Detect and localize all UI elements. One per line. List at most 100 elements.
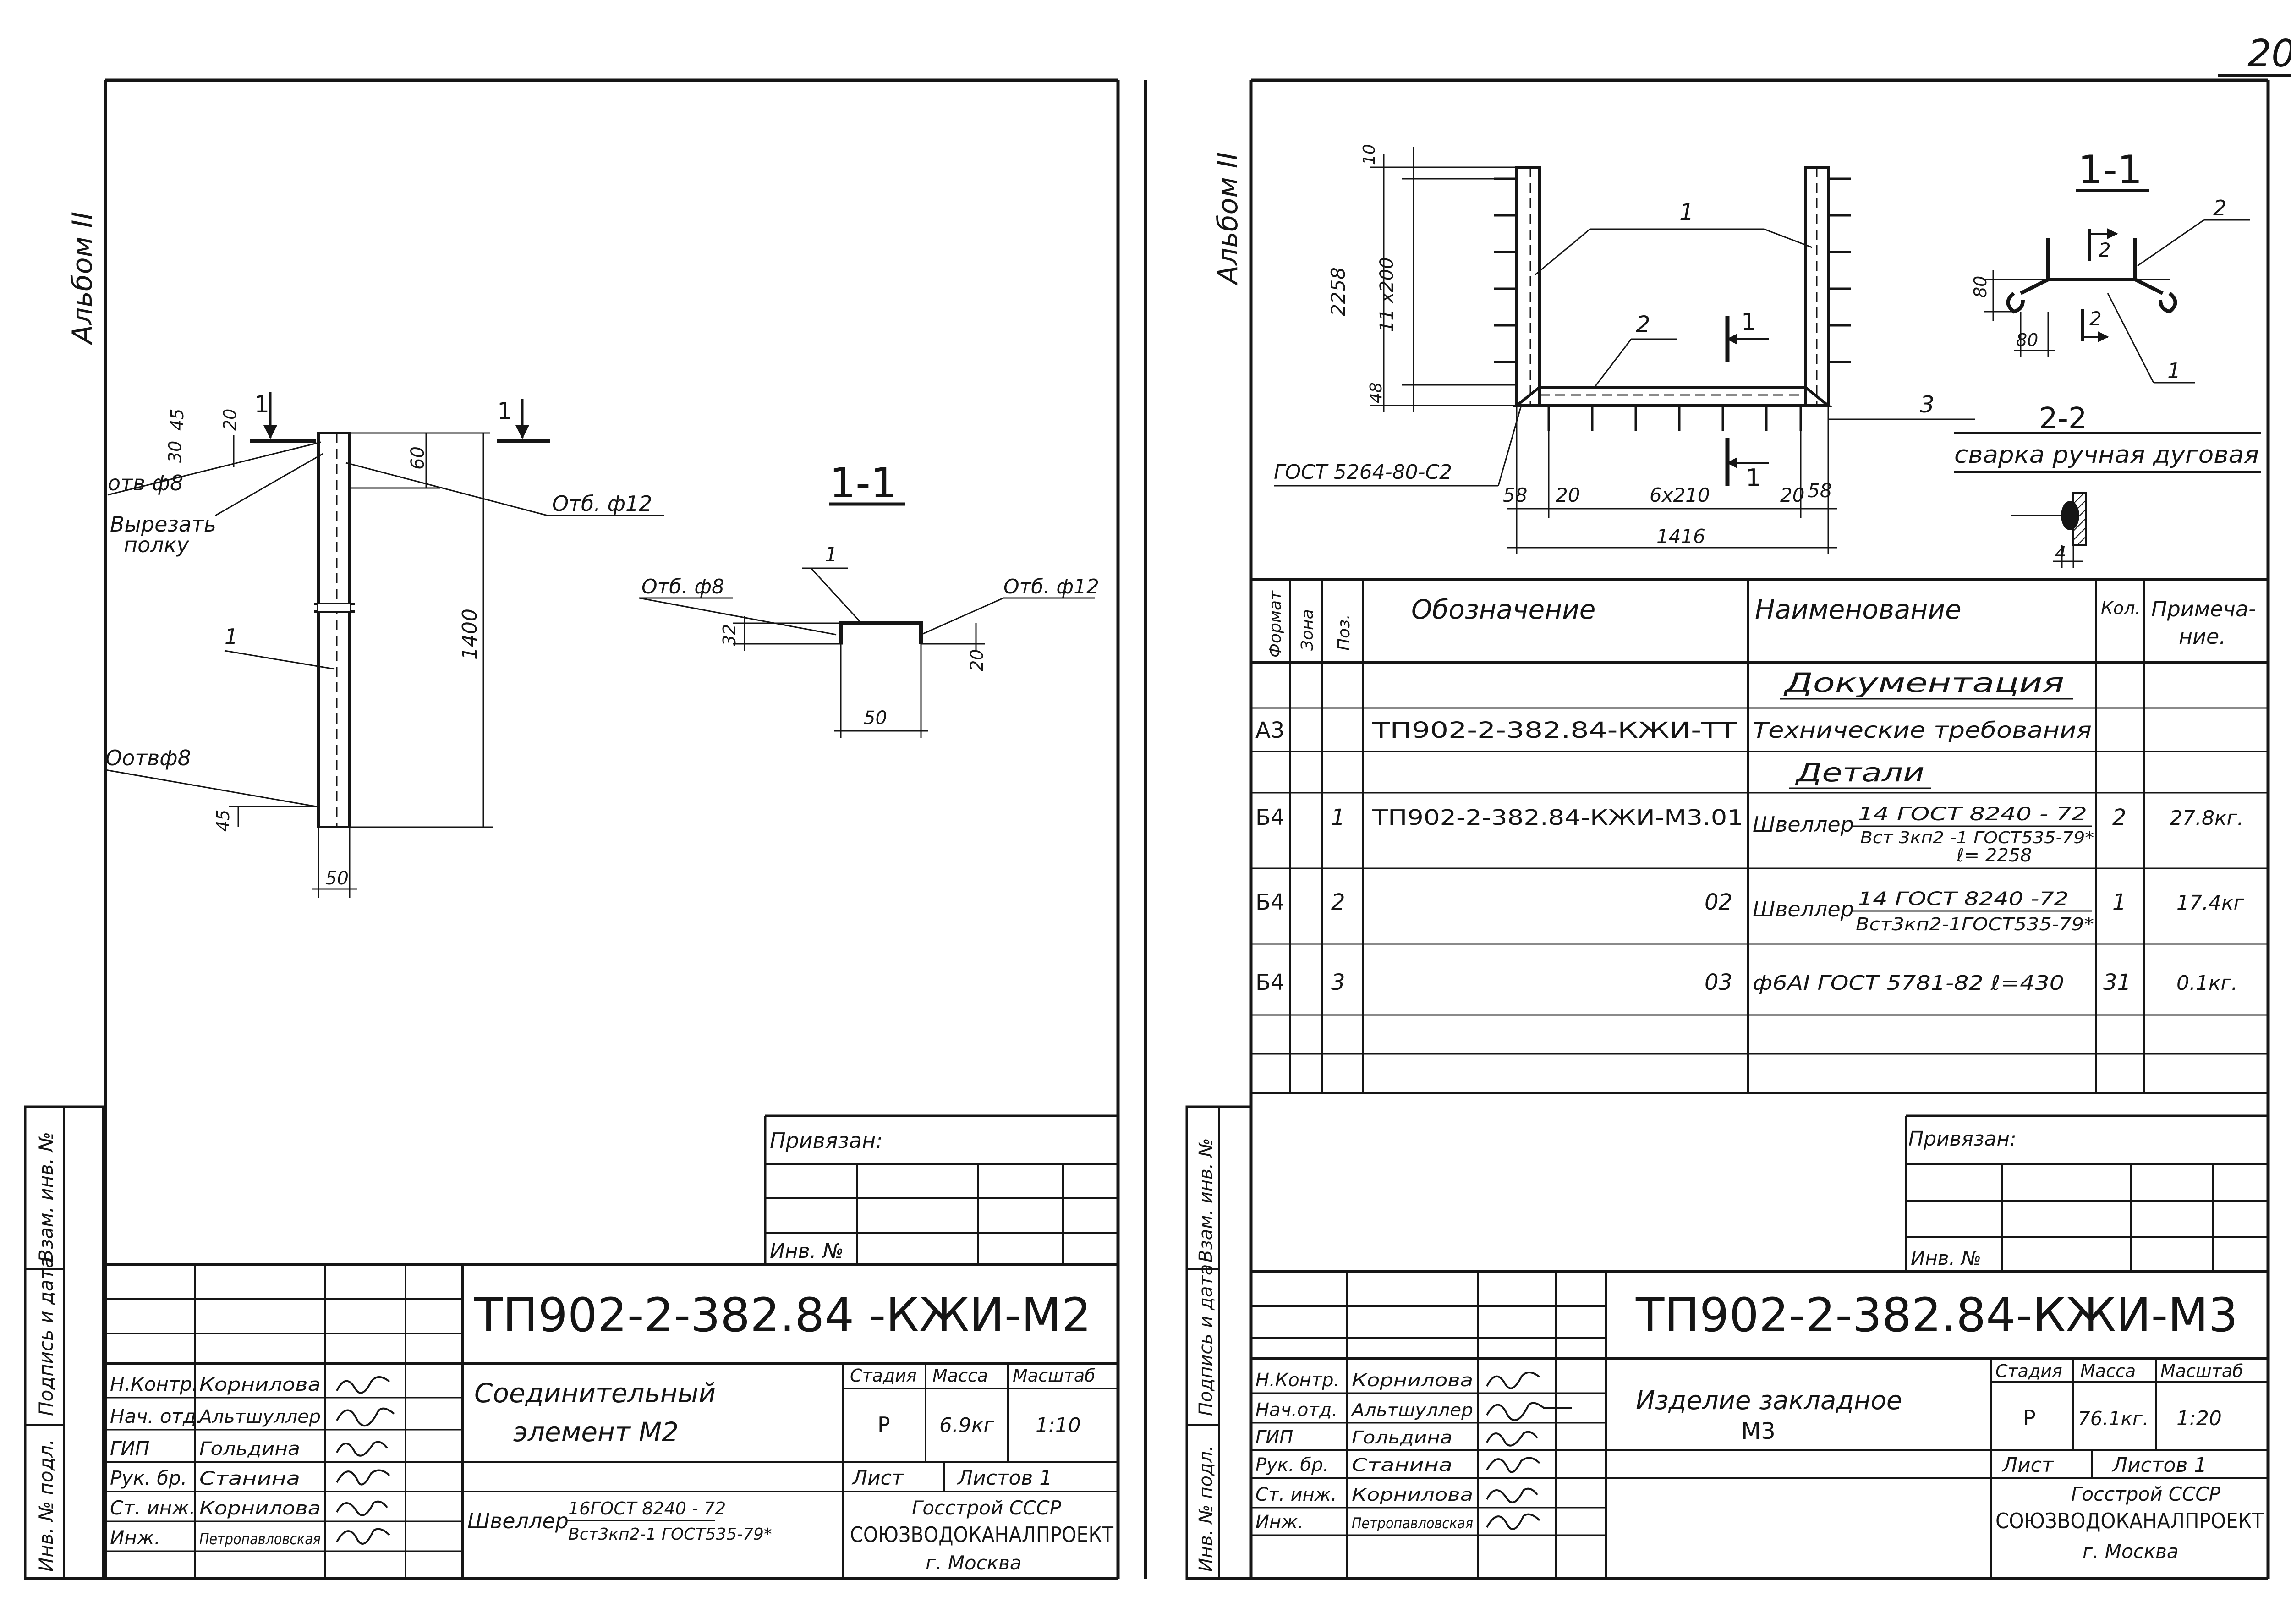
m3-leader-part2 bbox=[1594, 339, 1632, 388]
m3-bottom-channel bbox=[1513, 386, 1832, 407]
right-binding-label: Привязан: bbox=[1908, 1127, 2017, 1151]
left-tb-role-1: Нач. отд. bbox=[110, 1405, 202, 1427]
right-tb-scale-header: Масштаб bbox=[2160, 1361, 2243, 1381]
spec-row1-name-extra: ℓ= 2258 bbox=[1956, 845, 2032, 866]
m3-left-channel bbox=[1515, 166, 1541, 407]
m3-section-22: 2-2 сварка ручная дуговая 4 bbox=[1954, 402, 2261, 568]
leader-hole12 bbox=[345, 462, 548, 516]
left-tb-name-5: Петропавловская bbox=[199, 1530, 321, 1548]
dim-45b: 45 bbox=[213, 810, 233, 832]
m3-s11-mark-bottom: 2 bbox=[2089, 307, 2102, 330]
m3-section22-caption: сварка ручная дуговая bbox=[1954, 441, 2259, 469]
left-elevation: 1 1 30 45 20 60 1400 45 50 о bbox=[105, 391, 664, 898]
m3-leader-gost bbox=[1497, 405, 1522, 486]
m3-section22-label: 2-2 bbox=[2039, 402, 2087, 436]
leader-part1 bbox=[224, 650, 335, 670]
left-sheet: Альбом II Инв. № подл. Подпись и дата Вз… bbox=[24, 78, 1120, 1580]
left-stamp-podpis: Подпись и дата bbox=[35, 1256, 57, 1416]
right-tb-name-line1: Изделие закладное bbox=[1636, 1386, 1902, 1416]
m3-s11-part1: 1 bbox=[2167, 358, 2181, 383]
right-tb-role-0: Н.Контр. bbox=[1255, 1370, 1339, 1391]
spec-row2-note: 17.4кг bbox=[2176, 891, 2245, 915]
dim-30: 30 bbox=[165, 441, 185, 463]
m3-callout-part1: 1 bbox=[1679, 199, 1694, 225]
spec-header-format: Формат bbox=[1266, 590, 1285, 658]
leader-hole8-top bbox=[107, 441, 321, 496]
signature-5 bbox=[1486, 1513, 1540, 1530]
signature-3 bbox=[1486, 1457, 1540, 1473]
spec-row3-note: 0.1кг. bbox=[2176, 971, 2238, 995]
signature-1 bbox=[336, 1407, 395, 1427]
m3-section11-hook-left bbox=[2006, 291, 2025, 314]
leader-cut-flange bbox=[215, 453, 323, 516]
spec-header-note-2: ние. bbox=[2179, 624, 2226, 649]
s-dim-32: 32 bbox=[719, 624, 740, 646]
s-callout-hole12: Отб. ф12 bbox=[1003, 575, 1099, 598]
m3-s22-dim-4: 4 bbox=[2055, 543, 2066, 563]
signature-4 bbox=[1486, 1487, 1538, 1503]
signature-0 bbox=[1486, 1372, 1540, 1389]
leader-hole8-bottom bbox=[105, 769, 317, 807]
s-leader-hole12 bbox=[921, 597, 1004, 636]
spec-row1-qty: 2 bbox=[2112, 805, 2127, 830]
m2-section-profile bbox=[839, 621, 923, 644]
left-tb-org3: г. Москва bbox=[926, 1552, 1022, 1574]
left-tb-name-0: Корнилова bbox=[199, 1374, 321, 1395]
right-tb-stage-header: Стадия bbox=[1995, 1361, 2062, 1381]
right-tb-role-4: Ст. инж. bbox=[1255, 1484, 1337, 1505]
spec-details-heading: Детали bbox=[1794, 758, 1924, 788]
m3-section11-label: 1-1 bbox=[2078, 147, 2142, 193]
m3-dim-6x210: 6x210 bbox=[1650, 484, 1710, 506]
m2-channel-body bbox=[317, 432, 351, 828]
left-tb-material-top: 16ГОСТ 8240 - 72 bbox=[568, 1498, 726, 1519]
m2-section-mark-right: 1 bbox=[497, 398, 512, 425]
right-binding-box: Привязан: Инв. № bbox=[1905, 1114, 2268, 1272]
right-title-block: ТП902-2-382.84-КЖИ-М3 Н.Контр. Нач.отд. … bbox=[1251, 1270, 2268, 1579]
left-side-stamp: Инв. № подл. Подпись и дата Взам. инв. № bbox=[24, 1105, 104, 1580]
right-tb-org3: г. Москва bbox=[2083, 1540, 2179, 1563]
spec-row2-qty: 1 bbox=[2112, 889, 2127, 915]
right-sheet: Альбом II Инв. № подл. Подпись и дата Вз… bbox=[1144, 78, 2270, 1580]
m3-section11-hook-right bbox=[2159, 291, 2177, 314]
callout-hole8-top: отв ф8 bbox=[108, 471, 183, 495]
right-tb-name-0: Корнилова bbox=[1352, 1370, 1473, 1390]
m3-dim-48: 48 bbox=[1367, 382, 1386, 403]
m3-section-11: 1-1 80 80 2 2 2 1 bbox=[1970, 147, 2250, 384]
right-tb-sheet: Лист bbox=[2001, 1454, 2054, 1477]
left-tb-mass-header: Масса bbox=[932, 1366, 988, 1386]
left-stamp-inv-podl: Инв. № подл. bbox=[35, 1439, 57, 1572]
left-tb-name-2: Гольдина bbox=[199, 1438, 300, 1459]
spec-row2-name-prefix: Швеллер bbox=[1753, 897, 1854, 922]
left-title-block: ТП902-2-382.84 -КЖИ-М2 Н.Контр. Нач. отд… bbox=[105, 1263, 1118, 1579]
m3-dim-10: 10 bbox=[1360, 144, 1379, 165]
s-leader-hole8 bbox=[639, 597, 837, 636]
spec-row1-note: 27.8кг. bbox=[2170, 807, 2244, 830]
right-tb-role-3: Рук. бр. bbox=[1255, 1454, 1329, 1476]
left-tb-role-4: Ст. инж. bbox=[110, 1497, 195, 1519]
spec-row1-name-top: 14 ГОСТ 8240 - 72 bbox=[1858, 804, 2087, 825]
left-tb-org1: Госстрой СССР bbox=[912, 1497, 1062, 1519]
m3-dim-20a: 20 bbox=[1556, 484, 1580, 506]
signature-2 bbox=[336, 1441, 388, 1457]
right-tb-name-5: Петропавловская bbox=[1352, 1514, 1473, 1532]
spec-row0-name: Технические требования bbox=[1753, 718, 2092, 743]
signature-0 bbox=[336, 1376, 390, 1394]
m3-dim-1416: 1416 bbox=[1656, 525, 1705, 548]
m3-plan: 1 1 1 2 3 ГОСТ 5264-80-С2 2258 bbox=[1274, 144, 1975, 554]
spec-header-zone: Зона bbox=[1298, 609, 1317, 651]
spec-table: Формат Зона Поз. Обозначение Наименовани… bbox=[1251, 578, 2268, 1094]
spec-row1-format: Б4 bbox=[1255, 805, 1284, 830]
s-callout-hole8: Отб. ф8 bbox=[641, 575, 724, 598]
m3-callout-part2: 2 bbox=[1636, 311, 1650, 338]
m3-s11-dim-80h: 80 bbox=[2016, 330, 2038, 350]
callout-cut-flange-1: Вырезать bbox=[110, 512, 216, 537]
m3-leader-part1-b bbox=[1764, 228, 1813, 248]
left-tb-role-0: Н.Контр. bbox=[110, 1373, 198, 1395]
left-tb-role-3: Рук. бр. bbox=[110, 1467, 187, 1489]
m3-dim-58b: 58 bbox=[1808, 479, 1832, 502]
callout-cut-flange-2: полку bbox=[124, 532, 189, 557]
spec-row3-qty: 31 bbox=[2103, 970, 2131, 995]
dim-1400: 1400 bbox=[458, 609, 482, 660]
m3-s11-leader-part2 bbox=[2137, 219, 2204, 267]
